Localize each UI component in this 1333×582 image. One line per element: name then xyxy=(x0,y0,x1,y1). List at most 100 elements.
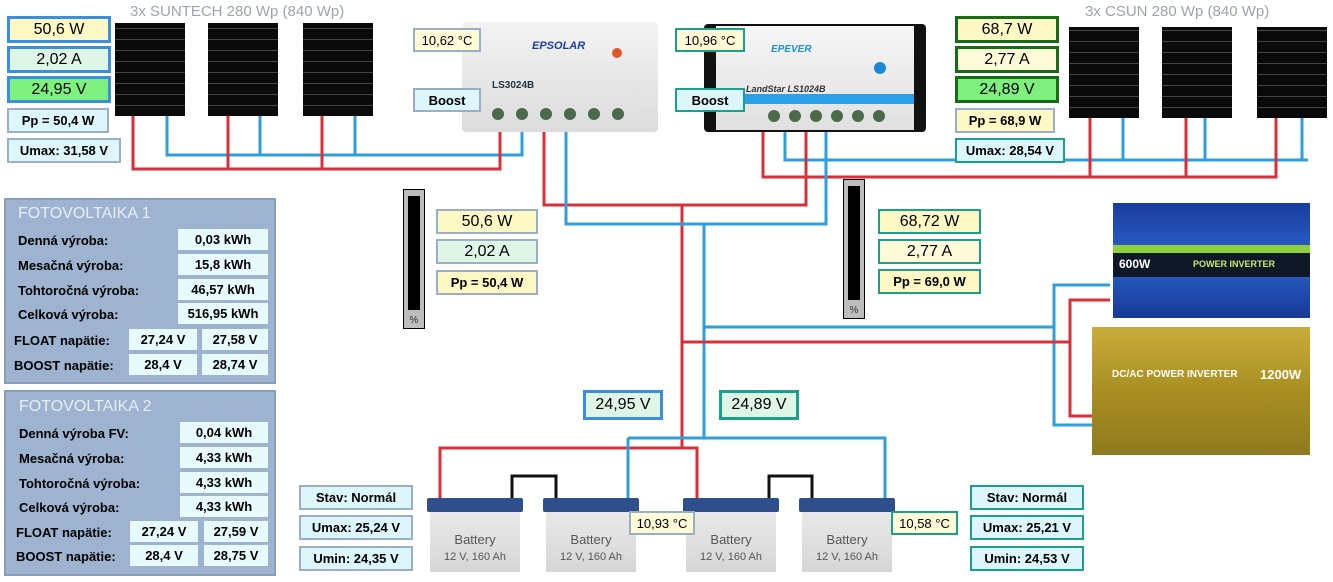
inverter-rating: 1200W xyxy=(1260,367,1302,382)
total-yield-label: Celková výroba: xyxy=(19,500,120,515)
bus-negative-wire xyxy=(564,130,828,438)
total-yield-value: 4,33 kWh xyxy=(180,496,268,517)
controller-1-brand: EPSOLAR xyxy=(532,40,586,52)
pv1-power: 50,6 W xyxy=(7,16,111,43)
gauge-well xyxy=(848,186,860,300)
daily-yield-label: Denná výroba: xyxy=(18,233,109,248)
controller-2-brand: EPEVER xyxy=(771,44,812,55)
boost-voltage-value-1: 28,4 V xyxy=(130,545,198,566)
pv2-battery-voltage: 24,89 V xyxy=(719,390,799,420)
battery-label: Battery xyxy=(710,532,752,547)
battery-lid xyxy=(799,498,895,512)
controller-1-temperature: 10,62 °C xyxy=(413,28,481,52)
battery-lid xyxy=(427,498,523,512)
battery-label: Battery xyxy=(454,532,496,547)
solar-panel xyxy=(1257,27,1327,118)
pv1-current: 2,02 A xyxy=(7,46,111,73)
pv2-mid-current: 2,77 A xyxy=(878,239,981,264)
battery-spec: 12 V, 160 Ah xyxy=(560,551,622,563)
pv2-positive-wire xyxy=(761,116,1278,179)
pv1-peak-power: Pp = 50,4 W xyxy=(7,108,109,133)
pv2-negative-wire xyxy=(783,116,1308,162)
float-voltage-value-1: 27,24 V xyxy=(129,329,197,350)
pv1-mid-peak-power: Pp = 50,4 W xyxy=(436,270,538,295)
monthly-yield-label: Mesačná výroba: xyxy=(18,258,124,273)
daily-yield-value: 0,04 kWh xyxy=(180,422,268,443)
daily-yield-label: Denná výroba FV: xyxy=(19,426,129,441)
pv1-umax: Umax: 31,58 V xyxy=(7,138,121,163)
pv1-mid-current: 2,02 A xyxy=(436,239,538,264)
battery-spec: 12 V, 160 Ah xyxy=(816,551,878,563)
battery-label: Battery xyxy=(570,532,612,547)
bank-2-umax: Umax: 25,21 V xyxy=(970,515,1084,540)
panel-1-title: FOTOVOLTAIKA 1 xyxy=(18,205,151,222)
pv2-power: 68,7 W xyxy=(955,16,1059,43)
battery: Battery 12 V, 160 Ah xyxy=(543,498,639,572)
battery-spec: 12 V, 160 Ah xyxy=(444,551,506,563)
controller-1-model: LS3024B xyxy=(492,80,535,91)
inverter-positive-wire xyxy=(682,298,1110,418)
pv1-array-title: 3x SUNTECH 280 Wp (840 Wp) xyxy=(130,3,345,20)
pv2-umax: Umax: 28,54 V xyxy=(955,138,1065,163)
battery-label: Battery xyxy=(826,532,868,547)
boost-voltage-value-2: 28,74 V xyxy=(202,354,268,375)
fotovoltaika-2-panel: FOTOVOLTAIKA 2 Denná výroba FV: 0,04 kWh… xyxy=(4,390,276,576)
pv2-current: 2,77 A xyxy=(955,46,1059,73)
pv2-charge-gauge: % xyxy=(843,179,865,319)
battery: Battery 12 V, 160 Ah xyxy=(683,498,779,572)
controller-2-model: LandStar LS1024B xyxy=(746,84,826,94)
yearly-yield-label: Tohtoročná výroba: xyxy=(18,283,140,298)
float-voltage-value-2: 27,58 V xyxy=(202,329,268,350)
terminal-block xyxy=(492,108,647,126)
charge-controller-1: LS3024B EPSOLAR xyxy=(462,22,658,132)
pv2-mid-power: 68,72 W xyxy=(878,209,981,234)
yearly-yield-value: 4,33 kWh xyxy=(180,472,268,493)
battery-lid xyxy=(683,498,779,512)
pv2-voltage: 24,89 V xyxy=(955,76,1059,103)
inverter-stripe xyxy=(1113,245,1310,253)
bank-1-umin: Umin: 24,35 V xyxy=(299,546,413,571)
total-yield-label: Celková výroba: xyxy=(18,307,119,322)
bank-1-status: Stav: Normál xyxy=(299,485,413,510)
pv2-mid-peak-power: Pp = 69,0 W xyxy=(878,269,981,294)
battery: Battery 12 V, 160 Ah xyxy=(427,498,523,572)
float-voltage-value-2: 27,59 V xyxy=(204,521,268,542)
solar-panel xyxy=(1162,27,1232,118)
solar-panel xyxy=(303,23,373,116)
battery-spec: 12 V, 160 Ah xyxy=(700,551,762,563)
battery: Battery 12 V, 160 Ah xyxy=(799,498,895,572)
panel-2-title: FOTOVOLTAIKA 2 xyxy=(19,398,152,415)
solar-panel xyxy=(115,23,185,116)
fotovoltaika-1-panel: FOTOVOLTAIKA 1 Denná výroba: 0,03 kWh Me… xyxy=(4,198,276,384)
controller-2-stripe xyxy=(716,94,914,104)
inverter-600w: 600W POWER INVERTER xyxy=(1113,203,1310,318)
inverter-1200w: DC/AC POWER INVERTER 1200W xyxy=(1092,327,1310,455)
boost-voltage-value-2: 28,75 V xyxy=(204,545,268,566)
yearly-yield-label: Tohtoročná výroba: xyxy=(19,476,141,491)
boost-voltage-value-1: 28,4 V xyxy=(129,354,197,375)
pv2-array-title: 3x CSUN 280 Wp (840 Wp) xyxy=(1085,3,1270,20)
led-icon xyxy=(874,62,886,74)
gauge-well xyxy=(408,196,420,310)
controller-2-temperature: 10,96 °C xyxy=(675,28,745,52)
monthly-yield-value: 15,8 kWh xyxy=(178,254,268,275)
battery-link-wire xyxy=(510,474,814,498)
solar-panel xyxy=(208,23,278,116)
bank-2-umin: Umin: 24,53 V xyxy=(970,546,1084,571)
inverter-rating: 600W xyxy=(1119,257,1151,271)
bus-positive-wire xyxy=(542,130,808,448)
led-icon xyxy=(612,48,622,58)
monthly-yield-value: 4,33 kWh xyxy=(180,447,268,468)
solar-panel xyxy=(1069,27,1139,118)
pv1-negative-wire xyxy=(165,116,524,157)
pv1-charge-gauge: % xyxy=(403,189,425,329)
bank-1-umax: Umax: 25,24 V xyxy=(299,515,413,540)
monthly-yield-label: Mesačná výroba: xyxy=(19,451,125,466)
battery-lid xyxy=(543,498,639,512)
boost-voltage-label: BOOST napätie: xyxy=(14,358,114,373)
pv1-voltage: 24,95 V xyxy=(7,76,111,103)
float-voltage-label: FLOAT napätie: xyxy=(16,525,112,540)
boost-voltage-label: BOOST napätie: xyxy=(16,549,116,564)
bank-2-temperature: 10,58 °C xyxy=(891,511,958,535)
